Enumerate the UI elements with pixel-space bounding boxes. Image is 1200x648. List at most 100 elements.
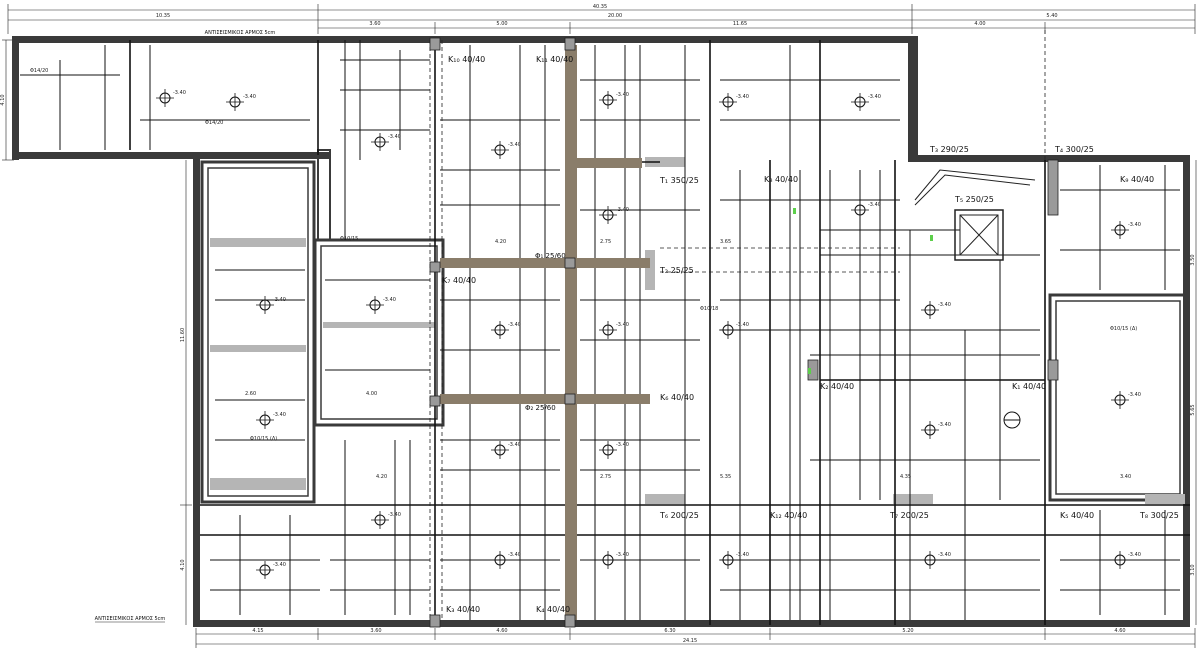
level-marker-text: -3.40 [868, 202, 881, 208]
level-marker-text: -3.40 [938, 552, 951, 558]
dim-top-overall: 40.35 [593, 4, 607, 10]
level-marker: -3.40 [599, 206, 629, 224]
rebar-note-1: Φ14/20 [30, 68, 48, 74]
dim-top-sub-1: 3.60 [369, 21, 380, 27]
north-arrow-symbol [1003, 411, 1021, 429]
dashed-lines [429, 30, 1046, 620]
rebar-note-6: Φ10/15 (Δ) [250, 436, 277, 442]
col-label-k10: K₁₀ 40/40 [448, 55, 485, 64]
level-marker-text: -3.40 [868, 94, 881, 100]
col-label-k3: K₃ 40/40 [446, 605, 480, 614]
outer-walls [12, 36, 1190, 627]
level-marker-text: -3.40 [616, 442, 629, 448]
dim-top-sub-3: 11.65 [733, 21, 747, 27]
dim-top-seg-2: 20.00 [608, 13, 622, 19]
level-marker: -3.40 [921, 301, 951, 319]
wall-label-t5: T₅ 250/25 [954, 195, 994, 204]
level-marker-text: -3.40 [508, 442, 521, 448]
dim-right-3: 3.10 [1190, 564, 1196, 575]
wall-label-t1: T₁ 350/25 [659, 176, 699, 185]
rebar-note-2: Φ14/20 [205, 120, 223, 126]
stair-core-walls [200, 149, 1188, 504]
col-label-k1: K₁ 40/40 [1012, 382, 1046, 391]
level-marker: -3.40 [226, 93, 256, 111]
level-marker: -3.40 [599, 321, 629, 339]
col-label-k2: K₂ 40/40 [820, 382, 854, 391]
dim-bot-seg-3: 4.60 [496, 628, 507, 634]
wall-label-t8: T₈ 300/25 [1139, 511, 1179, 520]
wall-label-t6: T₆ 200/25 [659, 511, 699, 520]
level-marker-text: -3.40 [938, 422, 951, 428]
level-marker-text: -3.40 [273, 412, 286, 418]
dim-bot-overall: 24.15 [683, 638, 697, 644]
dim-left-2: 11.60 [180, 328, 186, 342]
level-marker: -3.40 [371, 133, 401, 151]
dim-left-3: 4.10 [180, 559, 186, 570]
col-label-k5: K₅ 40/40 [1060, 511, 1094, 520]
span-dim-3: 3.65 [720, 239, 731, 245]
level-marker-text: -3.40 [616, 322, 629, 328]
span-dim-8: 4.00 [366, 391, 377, 397]
level-marker: -3.40 [256, 296, 286, 314]
seismic-joint-bottom-label: ΑΝΤΙΣΕΙΣΜΙΚΟΣ ΑΡΜΟΣ 5cm [95, 616, 166, 622]
col-label-k7: K₇ 40/40 [442, 276, 476, 285]
span-dim-4: 2.75 [600, 239, 611, 245]
level-marker: -3.40 [921, 421, 951, 439]
col-label-k6: K₆ 40/40 [660, 393, 694, 402]
columns [429, 37, 1059, 628]
level-marker: -3.40 [256, 561, 286, 579]
level-marker-text: -3.40 [616, 207, 629, 213]
level-marker: -3.40 [599, 91, 629, 109]
dim-top-sub-2: 5.00 [496, 21, 507, 27]
rebar-note-3: Φ10/15 [340, 236, 358, 242]
level-marker-text: -3.40 [616, 552, 629, 558]
dim-bot-seg-6: 4.60 [1114, 628, 1125, 634]
wall-label-t3: T₃ 290/25 [929, 145, 969, 154]
span-dim-6: 4.35 [900, 474, 911, 480]
level-marker-text: -3.40 [736, 94, 749, 100]
level-marker-text: -3.40 [273, 562, 286, 568]
level-marker: -3.40 [491, 441, 521, 459]
dim-bot-seg-2: 3.60 [370, 628, 381, 634]
level-marker-text: -3.40 [173, 90, 186, 96]
col-label-k12: K₁₂ 40/40 [770, 511, 807, 520]
level-marker-text: -3.40 [508, 552, 521, 558]
grey-bands [210, 157, 1185, 504]
beam-mark-f1: Φ₁ 25/60 [535, 252, 566, 260]
level-marker: -3.40 [599, 441, 629, 459]
dim-top-seg-3: 5.40 [1046, 13, 1057, 19]
structural-grid [129, 40, 1190, 625]
span-dim-10: 2.60 [245, 391, 256, 397]
level-marker-text: -3.40 [508, 322, 521, 328]
level-marker: -3.40 [156, 89, 186, 107]
dim-right-1: 3.50 [1190, 254, 1196, 265]
span-dim-5: 5.35 [720, 474, 731, 480]
level-marker: -3.40 [371, 511, 401, 529]
span-dim-2: 4.20 [376, 474, 387, 480]
rebar-lines [20, 40, 1180, 620]
col-label-k8: K₈ 40/40 [764, 175, 798, 184]
level-marker-text: -3.40 [383, 297, 396, 303]
level-marker-text: -3.40 [616, 92, 629, 98]
col-label-k4: K₄ 40/40 [536, 605, 570, 614]
col-label-k9: K₉ 40/40 [1120, 175, 1154, 184]
span-dim-1: 4.20 [495, 239, 506, 245]
seismic-joint-top-label: ΑΝΤΙΣΕΙΣΜΙΚΟΣ ΑΡΜΟΣ 5cm [205, 30, 276, 36]
level-marker-text: -3.40 [243, 94, 256, 100]
dim-top-seg-1: 10.35 [156, 13, 170, 19]
dim-top-sub-4: 4.00 [974, 21, 985, 27]
rebar-note-4: Φ10/18 [700, 306, 718, 312]
elevator-shaft [914, 169, 1036, 261]
dim-bot-seg-5: 5.20 [902, 628, 913, 634]
bottom-dimension-chain [195, 628, 1196, 648]
level-marker: -3.40 [491, 321, 521, 339]
level-marker: -3.40 [1111, 551, 1141, 569]
level-marker-text: -3.40 [388, 512, 401, 518]
wall-label-t2: T₂ 25/25 [659, 266, 694, 275]
level-marker: -3.40 [851, 201, 881, 219]
level-marker-text: -3.40 [273, 297, 286, 303]
level-marker: -3.40 [921, 551, 951, 569]
dim-bot-seg-1: 4.15 [252, 628, 263, 634]
level-marker-text: -3.40 [388, 134, 401, 140]
